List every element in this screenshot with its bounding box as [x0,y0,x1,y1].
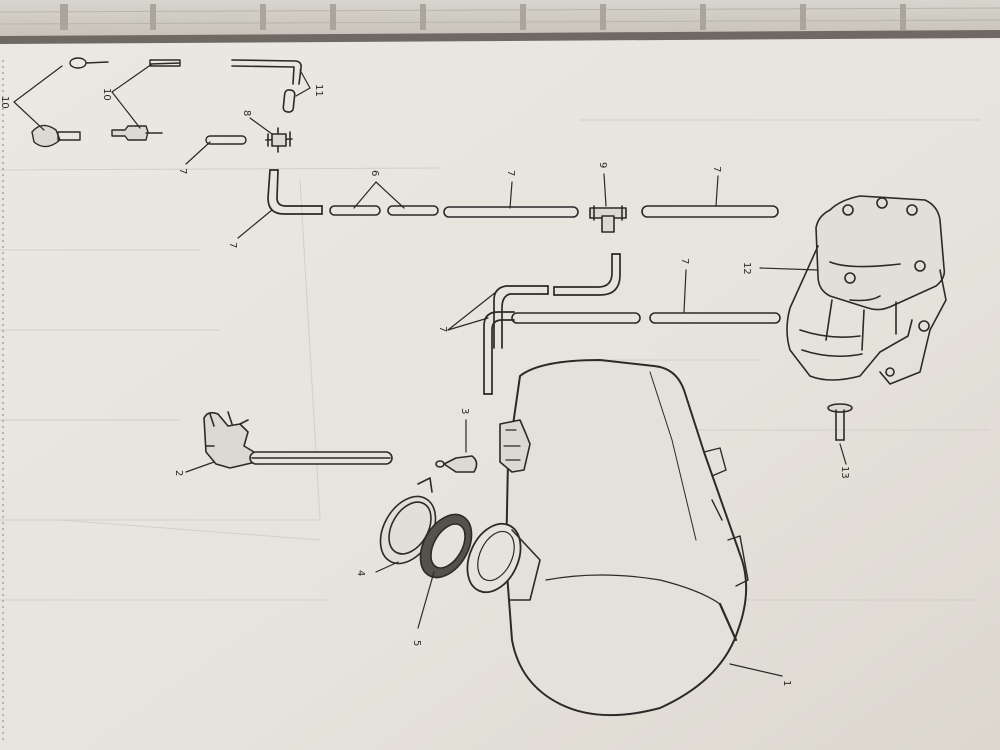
parts-drawing [13,57,947,717]
callout-3: 3 [459,408,470,414]
callout-6: 6 [369,170,380,176]
callout-12: 12 [741,262,752,275]
page-sheet [0,38,1000,750]
part-5-gasket [419,513,473,579]
part-7-hose-long-right [641,205,779,218]
part-1-tank [466,359,749,717]
callout-10: 10 [101,88,112,101]
part-6-hose-b [387,205,439,216]
part-7-hose-lower-b [649,312,781,324]
hose-short-top [205,135,247,145]
part-7-elbow-low [493,285,549,349]
callout-7-top-left: 7 [177,168,188,174]
callout-10-left: 10 [0,96,10,109]
leader-lines [13,63,847,677]
callout-7-mid: 7 [505,170,516,176]
callout-8: 8 [241,110,252,116]
callout-7-lower: 7 [679,258,690,264]
part-13-screw [827,403,853,441]
part-7-elbow-vertical [483,311,515,395]
callout-5: 5 [411,640,422,646]
callout-2: 2 [173,470,184,476]
part-10-fittings [31,57,181,148]
callout-1: 1 [781,680,792,686]
part-12-pump [786,195,947,385]
part-7-elbow-left [267,169,323,215]
callout-4: 4 [355,570,366,576]
part-7-hose-lower-a [511,312,641,324]
callout-11: 11 [313,84,324,97]
callout-13: 13 [839,466,850,479]
callout-7-right: 7 [711,166,722,172]
previous-page-edge [0,0,1000,46]
part-2-sender [203,411,393,469]
callout-9: 9 [597,162,608,168]
part-8-tee [265,127,293,153]
part-3-nozzle [435,455,478,473]
part-9-tee [589,205,627,233]
callout-labels: 1 2 3 4 5 6 7 7 7 7 7 7 8 9 10 10 11 12 … [0,84,850,686]
part-7-elbow-middle [553,253,621,296]
part-11-tube [231,59,302,113]
callout-7-group: 7 [437,326,448,332]
part-7-hose-long-mid [443,206,579,218]
callout-7-elbow: 7 [227,242,238,248]
